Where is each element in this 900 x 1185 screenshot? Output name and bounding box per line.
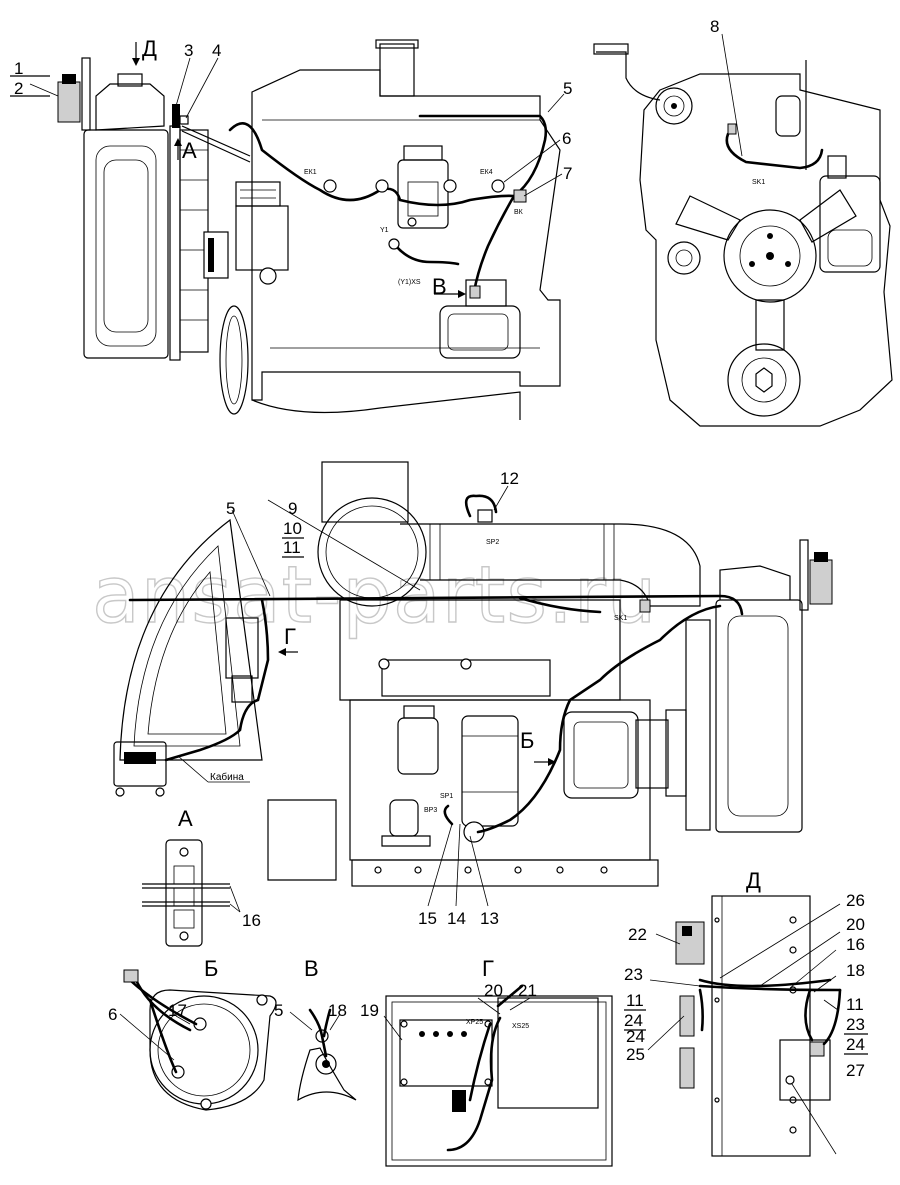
code-sk1: SK1 xyxy=(614,615,627,622)
view-a-connector xyxy=(142,839,241,947)
part-number: 15 xyxy=(418,909,437,928)
code-ek4: ЕК4 xyxy=(480,169,493,176)
part-number: 26 xyxy=(846,891,865,910)
view-letters: Д А В Г Б А Д Б В Г xyxy=(142,36,761,981)
part-number: 17 xyxy=(168,1001,187,1020)
engine-front-view xyxy=(593,33,893,427)
part-number: 13 xyxy=(480,909,499,928)
part-number: 12 xyxy=(500,469,519,488)
part-number: 18 xyxy=(846,961,865,980)
part-number: 2 xyxy=(14,79,23,98)
part-number: 11 xyxy=(626,991,644,1010)
code-sk1: SK1 xyxy=(752,179,765,186)
part-number: 11 xyxy=(283,538,301,557)
code-xs25: XS25 xyxy=(512,1023,529,1030)
code-bp3: ВР3 xyxy=(424,807,437,814)
code-sp1: SP1 xyxy=(440,793,453,800)
part-number: 22 xyxy=(628,925,647,944)
part-number: 9 xyxy=(288,499,297,518)
cabin-label: Кабина xyxy=(210,771,244,783)
part-number: 20 xyxy=(484,981,503,1000)
part-number: 14 xyxy=(447,909,466,928)
view-label-b: Б xyxy=(204,956,218,981)
part-number: 19 xyxy=(360,1001,379,1020)
part-number: 27 xyxy=(846,1061,865,1080)
view-label-a: А xyxy=(178,806,193,831)
part-number: 25 xyxy=(626,1045,645,1064)
view-label-d: Д xyxy=(746,868,761,893)
view-d-radiator-panel xyxy=(647,895,842,1157)
view-v-starter-terminal xyxy=(289,1008,357,1102)
part-number: 10 xyxy=(283,519,302,538)
part-number: 6 xyxy=(562,129,571,148)
code-vk: ВК xyxy=(514,209,524,216)
part-number: 23 xyxy=(624,965,643,984)
part-number: 21 xyxy=(518,981,537,1000)
view-label-g: Г xyxy=(284,624,296,649)
part-number: 5 xyxy=(274,1001,283,1020)
part-number: 7 xyxy=(563,164,572,183)
part-number: 23 xyxy=(846,1015,865,1034)
part-number-labels: 1 2 3 4 5 6 7 8 9 10 11 12 13 14 15 16 1… xyxy=(14,17,868,1080)
part-number: 4 xyxy=(212,41,221,60)
part-number: 3 xyxy=(184,41,193,60)
radiator-side-view xyxy=(10,42,251,361)
component-code-labels: ЕК1 ЕК4 ВК Y1 (Y1)XS SK1 SP2 SK1 SP1 ВР3… xyxy=(304,169,765,1030)
view-label-a: А xyxy=(182,138,197,163)
part-number: 8 xyxy=(710,17,719,36)
part-number: 5 xyxy=(226,499,235,518)
code-y1: Y1 xyxy=(380,227,389,234)
part-number: 6 xyxy=(108,1005,117,1024)
part-number: 20 xyxy=(846,915,865,934)
part-number: 11 xyxy=(846,995,864,1014)
part-number: 18 xyxy=(328,1001,347,1020)
part-number: 24 xyxy=(626,1027,645,1046)
code-ek1: ЕК1 xyxy=(304,169,317,176)
part-number: 5 xyxy=(563,79,572,98)
view-label-b: Б xyxy=(520,728,534,753)
view-g-control-unit xyxy=(383,984,613,1167)
code-y1xs: (Y1)XS xyxy=(398,279,421,286)
part-number: 24 xyxy=(846,1035,865,1054)
code-xp25: XP25 xyxy=(466,1019,483,1026)
view-label-g: Г xyxy=(482,956,494,981)
part-number: 16 xyxy=(846,935,865,954)
engine-main-view: Кабина xyxy=(113,461,833,907)
view-b-alternator xyxy=(119,969,277,1111)
engine-side-view xyxy=(219,39,565,420)
part-number: 1 xyxy=(14,59,23,78)
code-sp2: SP2 xyxy=(486,539,499,546)
part-number: 16 xyxy=(242,911,261,930)
view-label-d: Д xyxy=(142,36,157,61)
view-label-v: В xyxy=(304,956,319,981)
part-number: 24 xyxy=(624,1011,643,1030)
view-label-v: В xyxy=(432,274,447,299)
